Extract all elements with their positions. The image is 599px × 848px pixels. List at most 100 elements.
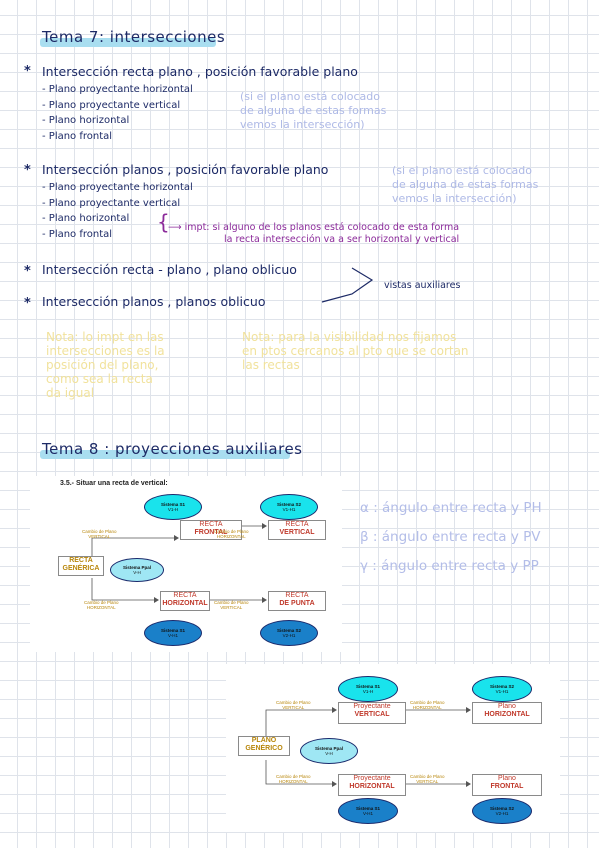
bullet-4: * — [24, 296, 31, 311]
section1-heading: Intersección recta plano , posición favo… — [42, 64, 358, 79]
list-item: - Plano proyectante horizontal — [42, 84, 193, 95]
impt-text: impt: si alguno de los planos está coloc… — [184, 222, 460, 233]
impt-note: ⟶ impt: si alguno de los planos está col… — [168, 222, 459, 246]
list-item: - Plano proyectante vertical — [42, 99, 181, 111]
bullet-3: * — [24, 264, 31, 279]
cambio-line: VERTICAL — [220, 605, 243, 610]
ellipse-label: Sistema S1 — [355, 684, 380, 689]
box-line: HORIZONTAL — [349, 783, 395, 790]
box-line: RECTA — [285, 521, 309, 528]
box-line: VERTICAL — [279, 529, 315, 536]
note-left: Nota: lo impt en las intersecciones es l… — [46, 330, 165, 400]
impt-line: la recta intersección va a ser horizonta… — [224, 234, 460, 245]
diagram-recta: 3.5.- Situar una recta de vertical: Sist… — [30, 476, 342, 652]
note-line: de alguna de estas formas — [392, 178, 539, 191]
box-line: PLANO — [251, 737, 277, 744]
cambio-line: VERTICAL — [88, 534, 111, 539]
note-line: posición del plano, — [46, 358, 159, 372]
cambio-line: Cambio de Plano — [276, 774, 311, 779]
box-line: Plano — [498, 775, 516, 782]
box-line: HORIZONTAL — [484, 711, 530, 718]
box-line: FRONTAL — [490, 783, 524, 790]
angle-list: α : ángulo entre recta y PH β : ángulo e… — [360, 494, 542, 581]
title-highlight — [40, 38, 216, 47]
section2-note: (si el plano está colocado de alguna de … — [392, 164, 538, 206]
cambio-line: Cambio de Plano — [410, 774, 445, 779]
box-line: HORIZONTAL — [162, 600, 208, 607]
note-line: las rectas — [242, 358, 300, 372]
cambio-line: HORIZONTAL — [412, 705, 442, 710]
box-line: GENÉRICO — [245, 745, 283, 752]
ellipse-label: Sistema S1 — [160, 628, 185, 633]
cambio-line: Cambio de Plano — [214, 600, 249, 605]
note-line: vemos la intersección) — [240, 118, 365, 131]
ellipse-label: Sistema S2 — [489, 684, 514, 689]
box-line: RECTA — [285, 592, 309, 599]
title-highlight — [40, 450, 290, 459]
box-line: RECTA — [173, 592, 197, 599]
box-line: RECTA — [199, 521, 223, 528]
section1-items: - Plano proyectante horizontal - Plano p… — [42, 82, 193, 144]
ellipse-label: Sistema S1 — [160, 502, 185, 507]
note-line: Nota: para la visibilidad nos fijamos — [242, 330, 457, 344]
list-item: - Plano proyectante horizontal — [42, 182, 193, 193]
ellipse-label: Sistema S1 — [355, 806, 380, 811]
box-line: VERTICAL — [354, 711, 390, 718]
bullet-1: * — [24, 64, 31, 79]
angle-beta: β : ángulo entre recta y PV — [360, 529, 541, 545]
ellipse-sub: V2-H1 — [282, 633, 296, 638]
ellipse-sub: V2-H1 — [495, 811, 509, 816]
box-line: Proyectante — [353, 703, 391, 710]
box-line: FRONTAL — [194, 529, 228, 536]
cambio-line: HORIZONTAL — [216, 534, 246, 539]
list-item: - Plano horizontal — [42, 115, 130, 126]
cambio-line: VERTICAL — [282, 705, 305, 710]
note-line: (si el plano está colocado — [240, 90, 380, 103]
note-line: como sea la recta — [46, 372, 153, 386]
ellipse-label: Sistema Ppal — [122, 565, 151, 570]
box-line: Proyectante — [353, 775, 391, 782]
section4-heading: Intersección planos , planos oblicuo — [42, 294, 266, 309]
list-item: - Plano horizontal — [42, 213, 130, 224]
diagram1-title: 3.5.- Situar una recta de vertical: — [60, 480, 168, 487]
ellipse-sub: V-H — [325, 751, 333, 756]
angle-alpha: α : ángulo entre recta y PH — [360, 500, 542, 516]
cambio-line: Cambio de Plano — [82, 529, 117, 534]
ellipse-sub: V-H — [133, 570, 141, 575]
box-line: Plano — [498, 703, 516, 710]
note-line: Nota: lo impt en las — [46, 330, 164, 344]
ellipse-sub: V-H1 — [167, 633, 178, 638]
note-line: (si el plano está colocado — [392, 164, 532, 177]
ellipse-sub: V1-H1 — [282, 507, 296, 512]
list-item: - Plano frontal — [42, 228, 113, 240]
cambio-line: Cambio de Plano — [84, 600, 119, 605]
cambio-line: Cambio de Plano — [214, 529, 249, 534]
impt-line: ⟶ impt: si alguno de los planos está col… — [168, 222, 459, 234]
cambio-line: VERTICAL — [416, 779, 439, 784]
arrow-right-icon: ⟶ — [168, 222, 185, 233]
angle-gamma: γ : ángulo entre recta y PP — [360, 558, 539, 574]
cambio-line: HORIZONTAL — [278, 779, 308, 784]
